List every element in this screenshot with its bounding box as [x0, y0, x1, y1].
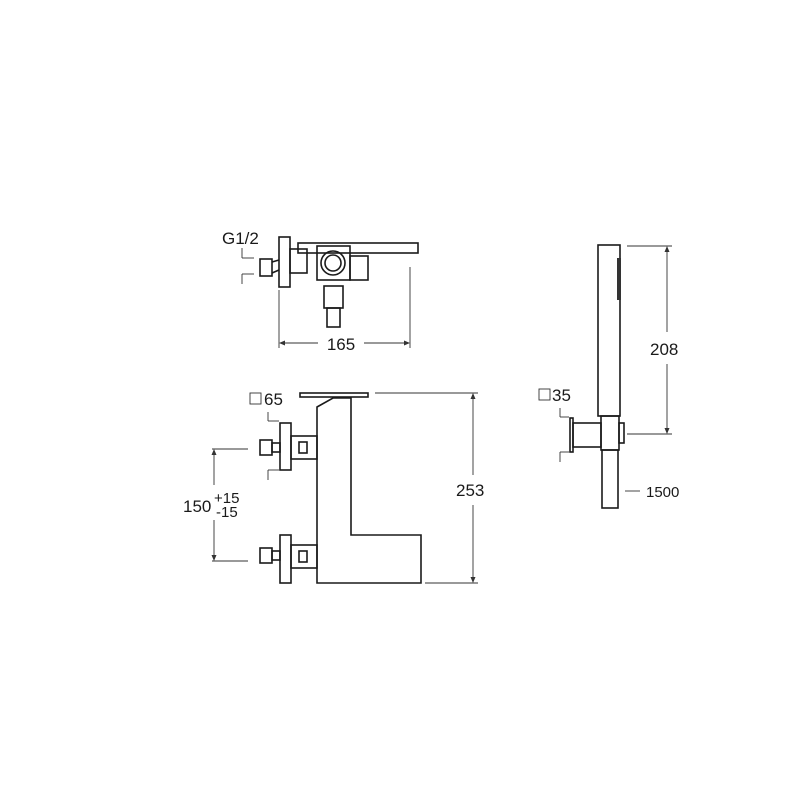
top-plate	[299, 392, 369, 398]
wall-bracket	[572, 422, 602, 448]
mixer-body-front	[316, 397, 422, 584]
square-symbol-icon	[249, 392, 262, 405]
diverter	[323, 285, 344, 309]
top-view: 165 G1/2	[222, 229, 419, 354]
height-dim-label: 253	[456, 481, 484, 500]
center-dim-label: 150	[183, 497, 211, 516]
tolerance-minus: -15	[216, 504, 238, 521]
cartridge-circle	[320, 250, 346, 276]
tolerance-plus: +15	[214, 490, 239, 507]
plate-size-label: 65	[264, 390, 283, 409]
spout	[297, 242, 419, 254]
thread-label: G1/2	[222, 229, 259, 248]
holder-size-label: 35	[552, 386, 571, 405]
upper-valve	[259, 422, 318, 471]
hand-shower: 35 208 1500	[538, 244, 679, 509]
shower-handle	[597, 244, 621, 417]
wall-flange	[278, 236, 291, 288]
hose-length-label: 1500	[646, 484, 679, 501]
length-dim-label: 208	[650, 340, 678, 359]
shower-holder	[600, 415, 620, 451]
square-symbol-icon	[538, 388, 551, 401]
lower-valve	[259, 534, 318, 584]
inlet-nipple	[259, 258, 273, 277]
front-view: 65 150 +15 -15 253	[183, 390, 484, 584]
width-dim-label: 165	[327, 335, 355, 354]
nozzle-strip	[617, 258, 621, 300]
hose	[601, 449, 619, 509]
